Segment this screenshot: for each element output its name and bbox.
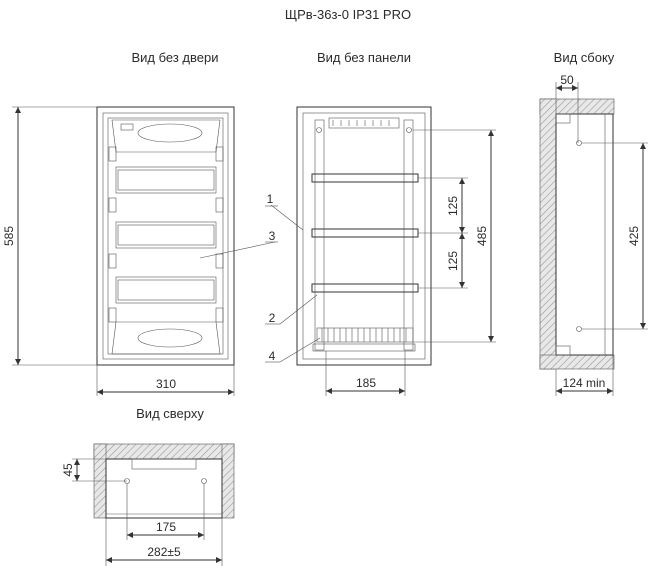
dim-label-310: 310 [156, 377, 176, 391]
front-view-no-door [96, 106, 235, 366]
dim-side-top-offset: 50 [555, 73, 579, 143]
dim-top-width: 282±5 [105, 518, 223, 566]
callout-3: 3 [269, 229, 276, 243]
view-label-no-door: Вид без двери [131, 50, 218, 65]
dim-label-175: 175 [156, 520, 176, 534]
dim-label-485: 485 [475, 226, 489, 246]
callout-2: 2 [269, 311, 276, 325]
dim-inner-height: 485 [413, 129, 496, 343]
dim-side-depth: 124 min [555, 355, 614, 396]
dim-label-125-upper: 125 [446, 196, 460, 216]
dim-label-185: 185 [356, 376, 376, 390]
dim-width-front: 310 [96, 365, 235, 396]
callout-4: 4 [269, 349, 276, 363]
callout-1: 1 [267, 192, 274, 206]
callouts: 1 3 2 4 [199, 192, 321, 363]
dim-rail-spacing: 125 125 [418, 177, 468, 289]
dim-height-total: 585 [2, 106, 97, 366]
dim-label-50: 50 [560, 73, 574, 87]
dim-top-hole-spacing: 175 [126, 484, 205, 540]
dim-label-425: 425 [627, 226, 641, 246]
view-label-side: Вид сбоку [554, 50, 615, 65]
dim-label-125-lower: 125 [446, 251, 460, 271]
dim-label-45: 45 [61, 463, 75, 477]
dim-inner-width: 185 [325, 351, 406, 396]
dim-label-585: 585 [2, 226, 16, 246]
view-label-no-panel: Вид без панели [317, 50, 411, 65]
dim-label-282: 282±5 [147, 545, 181, 559]
front-view-no-panel [296, 106, 432, 366]
dim-side-hole-spacing: 425 [582, 142, 648, 330]
dim-top-depth: 45 [61, 458, 127, 482]
view-label-top: Вид сверху [136, 406, 204, 421]
side-view [539, 98, 615, 370]
drawing-title: ЩРв-36з-0 IP31 PRO [285, 7, 411, 22]
dim-label-124-min: 124 min [563, 376, 606, 390]
